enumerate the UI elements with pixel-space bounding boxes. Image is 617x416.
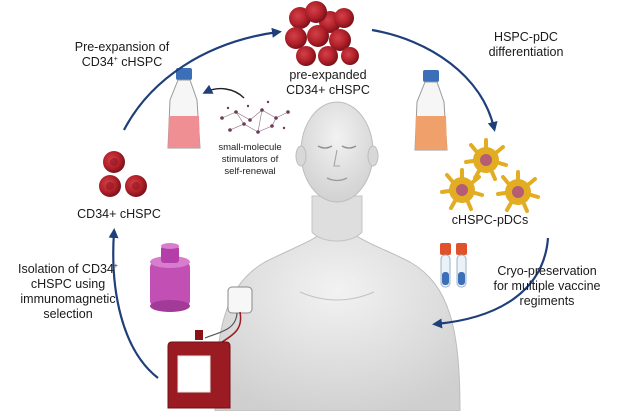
human-figure — [214, 101, 461, 412]
pre-expansion-chspc: cHSPC — [117, 55, 163, 69]
arrow-to-pre-expanded — [123, 27, 282, 131]
label-differentiation: HSPC-pDC differentiation — [466, 30, 586, 60]
cryo-line3: regiments — [519, 294, 575, 308]
iv-line — [204, 286, 253, 343]
label-pdcs: cHSPC-pDCs — [430, 213, 550, 228]
iv-patch — [227, 286, 253, 314]
label-cd34-cells: CD34+ cHSPC — [64, 207, 174, 222]
ear-right — [367, 145, 379, 167]
flask-orange-icon — [414, 70, 448, 151]
torso — [214, 225, 461, 412]
cycle-arrows — [108, 27, 550, 379]
label-pre-expanded: pre-expanded CD34+ cHSPC — [268, 68, 388, 98]
isolation-line1: Isolation of CD34 — [18, 262, 114, 276]
isolation-sup: + — [113, 262, 118, 270]
pre-expanded-cells-icon — [285, 1, 359, 66]
isolation-line2: cHSPC using — [30, 277, 106, 291]
stimulators-line2: stimulators of — [221, 154, 279, 165]
differentiation-line2: differentiation — [488, 45, 564, 59]
arrow-to-cryo — [432, 237, 550, 329]
vials-icon — [440, 243, 467, 288]
label-cryo: Cryo-preservation for multiple vaccine r… — [482, 264, 612, 309]
pre-expanded-line2: CD34+ cHSPC — [286, 83, 370, 97]
stimulators-line1: small-molecule — [218, 142, 282, 153]
pre-expansion-line1: Pre-expansion of — [74, 40, 170, 54]
differentiation-line1: HSPC-pDC — [494, 30, 558, 44]
stimulators-line3: self-renewal — [224, 166, 276, 177]
magnet-icon — [150, 243, 190, 312]
ear-left — [295, 145, 307, 167]
cryo-line1: Cryo-preservation — [497, 264, 597, 278]
isolation-line3: immunomagnetic — [20, 292, 116, 306]
isolation-line4: selection — [43, 307, 93, 321]
label-pre-expansion: Pre-expansion of CD34+ cHSPC — [62, 40, 182, 70]
molecule-icon — [220, 100, 290, 134]
molecule-to-flask-arrow — [202, 84, 245, 99]
cryo-line2: for multiple vaccine — [493, 279, 601, 293]
pre-expanded-line1: pre-expanded — [289, 68, 367, 82]
pre-expansion-sup: + — [113, 55, 118, 63]
arrow-to-cd34 — [108, 228, 159, 379]
pdc-cells-icon — [440, 138, 540, 213]
blood-bag-icon — [167, 330, 231, 409]
arrow-to-differentiation — [371, 28, 498, 132]
cd34-cells-text: CD34+ cHSPC — [77, 207, 161, 221]
flask-pink-icon — [167, 68, 201, 149]
cd34-cells-icon — [99, 151, 147, 197]
pdcs-text: cHSPC-pDCs — [451, 213, 529, 227]
pre-expansion-cd34: CD34 — [81, 55, 114, 69]
label-isolation: Isolation of CD34+ cHSPC using immunomag… — [2, 262, 134, 322]
neck — [311, 195, 363, 242]
label-stimulators: small-molecule stimulators of self-renew… — [200, 142, 300, 178]
